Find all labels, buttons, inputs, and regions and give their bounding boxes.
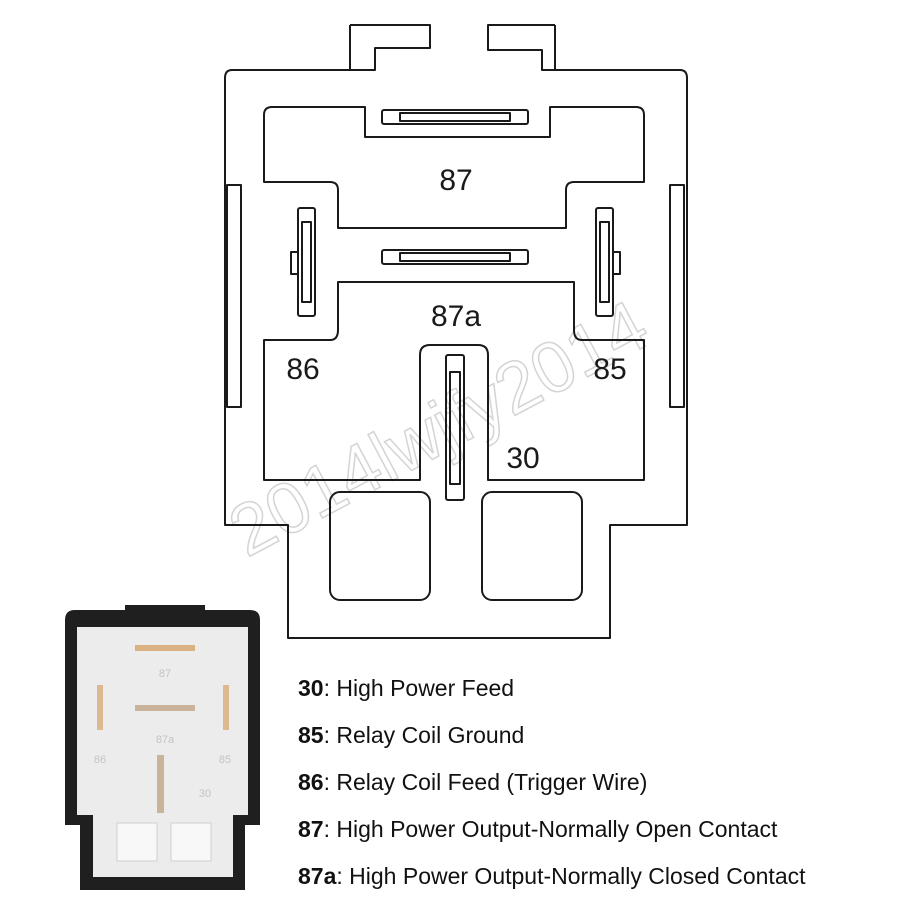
legend-description: High Power Output-Normally Closed Contac… <box>349 863 806 889</box>
pin-label-86: 86 <box>286 353 319 386</box>
chamber-87a-lower <box>263 281 645 481</box>
right-side-rail <box>669 184 685 408</box>
relay-photo-blade-87a <box>135 705 195 711</box>
blade-86-tab <box>290 251 299 275</box>
relay-photo-blade-30 <box>157 755 164 813</box>
blade-30-outer <box>445 354 465 501</box>
relay-photo-foot-left <box>116 822 158 862</box>
legend-description: High Power Output-Normally Open Contact <box>336 816 778 842</box>
blade-87a-outer <box>381 249 529 265</box>
relay-photo-label-85: 85 <box>219 754 231 766</box>
foot-right <box>481 491 583 601</box>
relay-photo-blade-85 <box>223 685 229 730</box>
legend-separator: : <box>336 863 350 889</box>
legend-pin: 87 <box>298 816 324 842</box>
legend-item-85: 85: Relay Coil Ground <box>298 715 888 762</box>
left-side-rail <box>226 184 242 408</box>
relay-photo-clip <box>125 605 205 617</box>
pin-label-87: 87 <box>439 164 472 197</box>
blade-85-tab <box>612 251 621 275</box>
relay-photo: 87 87a 86 85 30 <box>65 605 260 890</box>
relay-photo-label-87a: 87a <box>156 734 175 746</box>
blade-85-inner <box>599 221 610 303</box>
pin-label-30: 30 <box>506 442 539 475</box>
blade-87-outer <box>381 109 529 125</box>
blade-87-inner <box>399 112 511 122</box>
legend-pin: 87a <box>298 863 337 889</box>
legend-separator: : <box>323 722 337 748</box>
legend-item-30: 30: High Power Feed <box>298 668 888 715</box>
blade-86-inner <box>301 221 312 303</box>
pin-label-87a: 87a <box>431 300 481 333</box>
legend-separator: : <box>323 816 337 842</box>
pin-legend: 30: High Power Feed 85: Relay Coil Groun… <box>298 668 888 903</box>
blade-87a-inner <box>399 252 511 262</box>
legend-pin: 86 <box>298 769 324 795</box>
legend-pin: 85 <box>298 722 324 748</box>
legend-description: Relay Coil Feed (Trigger Wire) <box>336 769 648 795</box>
legend-description: Relay Coil Ground <box>336 722 525 748</box>
relay-photo-blade-87 <box>135 645 195 651</box>
legend-separator: : <box>323 769 337 795</box>
blade-86-outer <box>297 207 316 317</box>
relay-photo-foot-right <box>170 822 212 862</box>
relay-photo-label-30: 30 <box>199 788 211 800</box>
relay-housing-outline <box>224 24 688 639</box>
legend-description: High Power Feed <box>336 675 515 701</box>
legend-separator: : <box>323 675 337 701</box>
legend-pin: 30 <box>298 675 324 701</box>
blade-30-inner <box>449 371 461 485</box>
relay-photo-blade-86 <box>97 685 103 730</box>
legend-item-87: 87: High Power Output-Normally Open Cont… <box>298 809 888 856</box>
relay-photo-label-87: 87 <box>159 668 171 680</box>
chamber-87 <box>263 106 645 229</box>
legend-item-86: 86: Relay Coil Feed (Trigger Wire) <box>298 762 888 809</box>
legend-item-87a: 87a: High Power Output-Normally Closed C… <box>298 856 888 903</box>
relay-photo-label-86: 86 <box>94 754 106 766</box>
foot-left <box>329 491 431 601</box>
pin-label-85: 85 <box>593 353 626 386</box>
relay-photo-face <box>77 627 248 877</box>
